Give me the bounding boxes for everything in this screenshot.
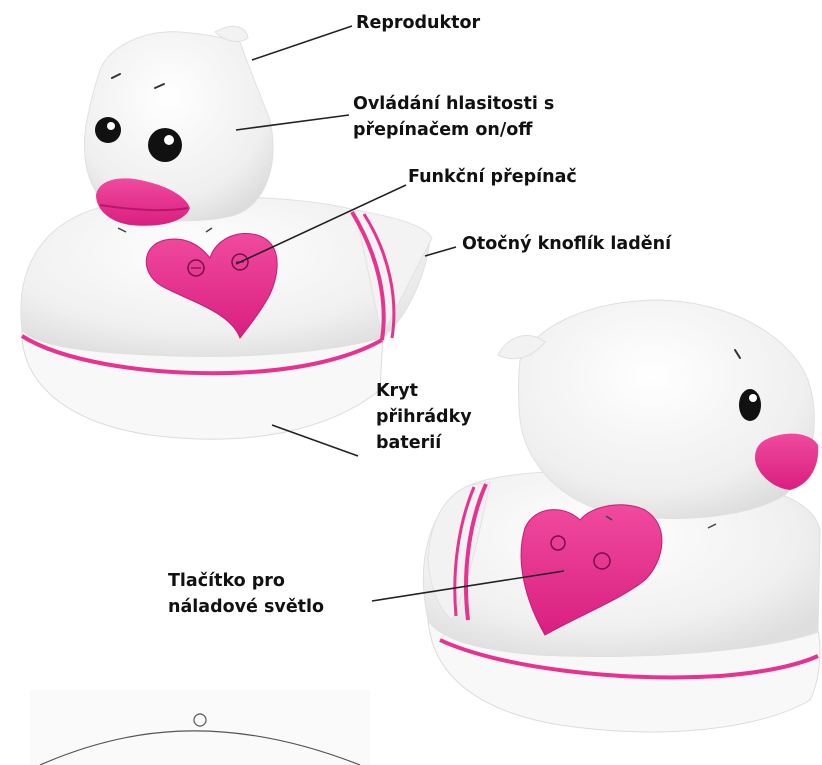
background-outline: [30, 690, 370, 765]
leader-tuning-knob: [425, 247, 456, 256]
label-function-switch: Funkční přepínač: [408, 164, 577, 190]
leader-speaker: [252, 26, 352, 60]
leader-battery-cover: [272, 425, 358, 456]
label-mood-light-button: Tlačítko pro náladové světlo: [168, 568, 324, 620]
duck-radio-back-icon: [423, 300, 820, 732]
duck-radio-front-icon: [21, 26, 432, 439]
label-speaker: Reproduktor: [356, 10, 480, 36]
label-volume-control: Ovládání hlasitosti s přepínačem on/off: [353, 91, 554, 143]
label-battery-cover: Kryt přihrádky baterií: [376, 378, 472, 456]
label-tuning-knob: Otočný knoflík ladění: [462, 231, 671, 257]
